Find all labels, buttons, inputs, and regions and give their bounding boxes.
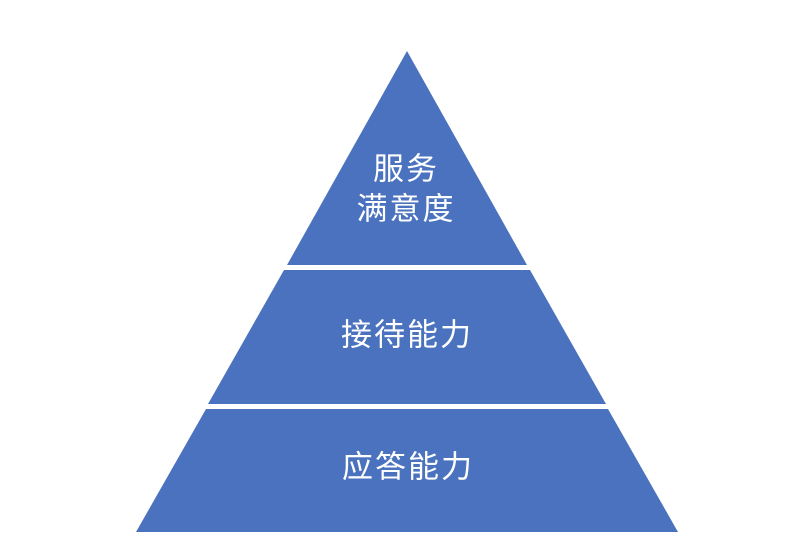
- pyramid-level-top-shape: [287, 51, 527, 265]
- level-top-label-line-2: 满意度: [357, 192, 456, 227]
- pyramid-level-middle-shape: [208, 270, 606, 404]
- level-bottom-label: 应答能力: [342, 450, 474, 485]
- level-middle-label: 接待能力: [341, 318, 473, 353]
- pyramid-level-bottom-shape: [136, 409, 678, 532]
- level-top-label-line-1: 服务: [373, 152, 439, 187]
